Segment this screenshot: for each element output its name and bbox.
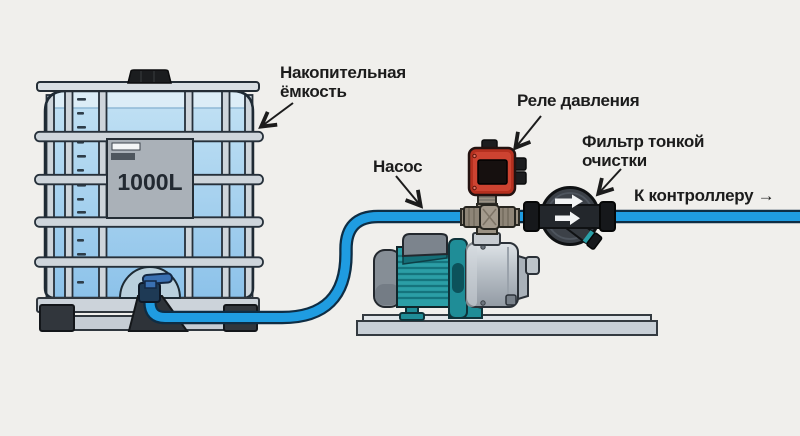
pressure-relay-label: Реле давления	[517, 91, 639, 110]
relay-display	[477, 159, 508, 185]
filter-nut-left	[523, 201, 540, 232]
controller-label: К контроллеру →	[634, 186, 774, 205]
relay-pointer-arrow	[512, 115, 542, 151]
pump-terminal-box	[402, 233, 448, 265]
pump-drain-plug	[505, 294, 517, 306]
tank-cap	[127, 69, 172, 84]
tank-label-plate: 1000L	[106, 138, 194, 219]
cross-fitting-right-collar	[497, 206, 516, 228]
tank-capacity-text: 1000L	[117, 169, 182, 195]
filter-label-line1: Фильтр тонкой	[582, 132, 704, 151]
filter-pointer-arrow	[595, 168, 622, 197]
filter-label-line2: очистки	[582, 151, 647, 170]
storage-tank: 1000L	[34, 69, 264, 300]
tank-label-line1: Накопительная	[280, 63, 406, 82]
filter-flow-arrow-top-icon	[555, 194, 583, 208]
pump	[373, 232, 540, 321]
valve-tap	[138, 272, 173, 303]
cross-fitting	[460, 192, 520, 235]
pump-platform	[356, 314, 658, 336]
relay-screw-bottom	[472, 185, 477, 191]
relay-screw-top	[472, 153, 477, 159]
pump-label: Насос	[373, 157, 422, 176]
pump-head	[465, 242, 540, 308]
pump-pointer-arrow	[395, 175, 424, 209]
cross-fitting-left-collar	[463, 206, 482, 228]
pump-foot-pad	[399, 312, 425, 321]
pressure-relay	[467, 139, 527, 197]
tank-label-line2: ёмкость	[280, 82, 347, 101]
tank-cage-horizontal-bars	[34, 130, 264, 268]
fine-filter	[523, 186, 616, 250]
pump-outlet-port	[525, 256, 540, 275]
annotations: Накопительная ёмкость Насос Реле давлени…	[258, 63, 775, 209]
pallet-foot-left	[39, 304, 75, 332]
filter-nut-right	[599, 201, 616, 232]
filter-flow-arrow-bottom-icon	[555, 211, 580, 225]
tank-pointer-arrow	[258, 102, 294, 129]
water-pipe	[143, 209, 800, 325]
